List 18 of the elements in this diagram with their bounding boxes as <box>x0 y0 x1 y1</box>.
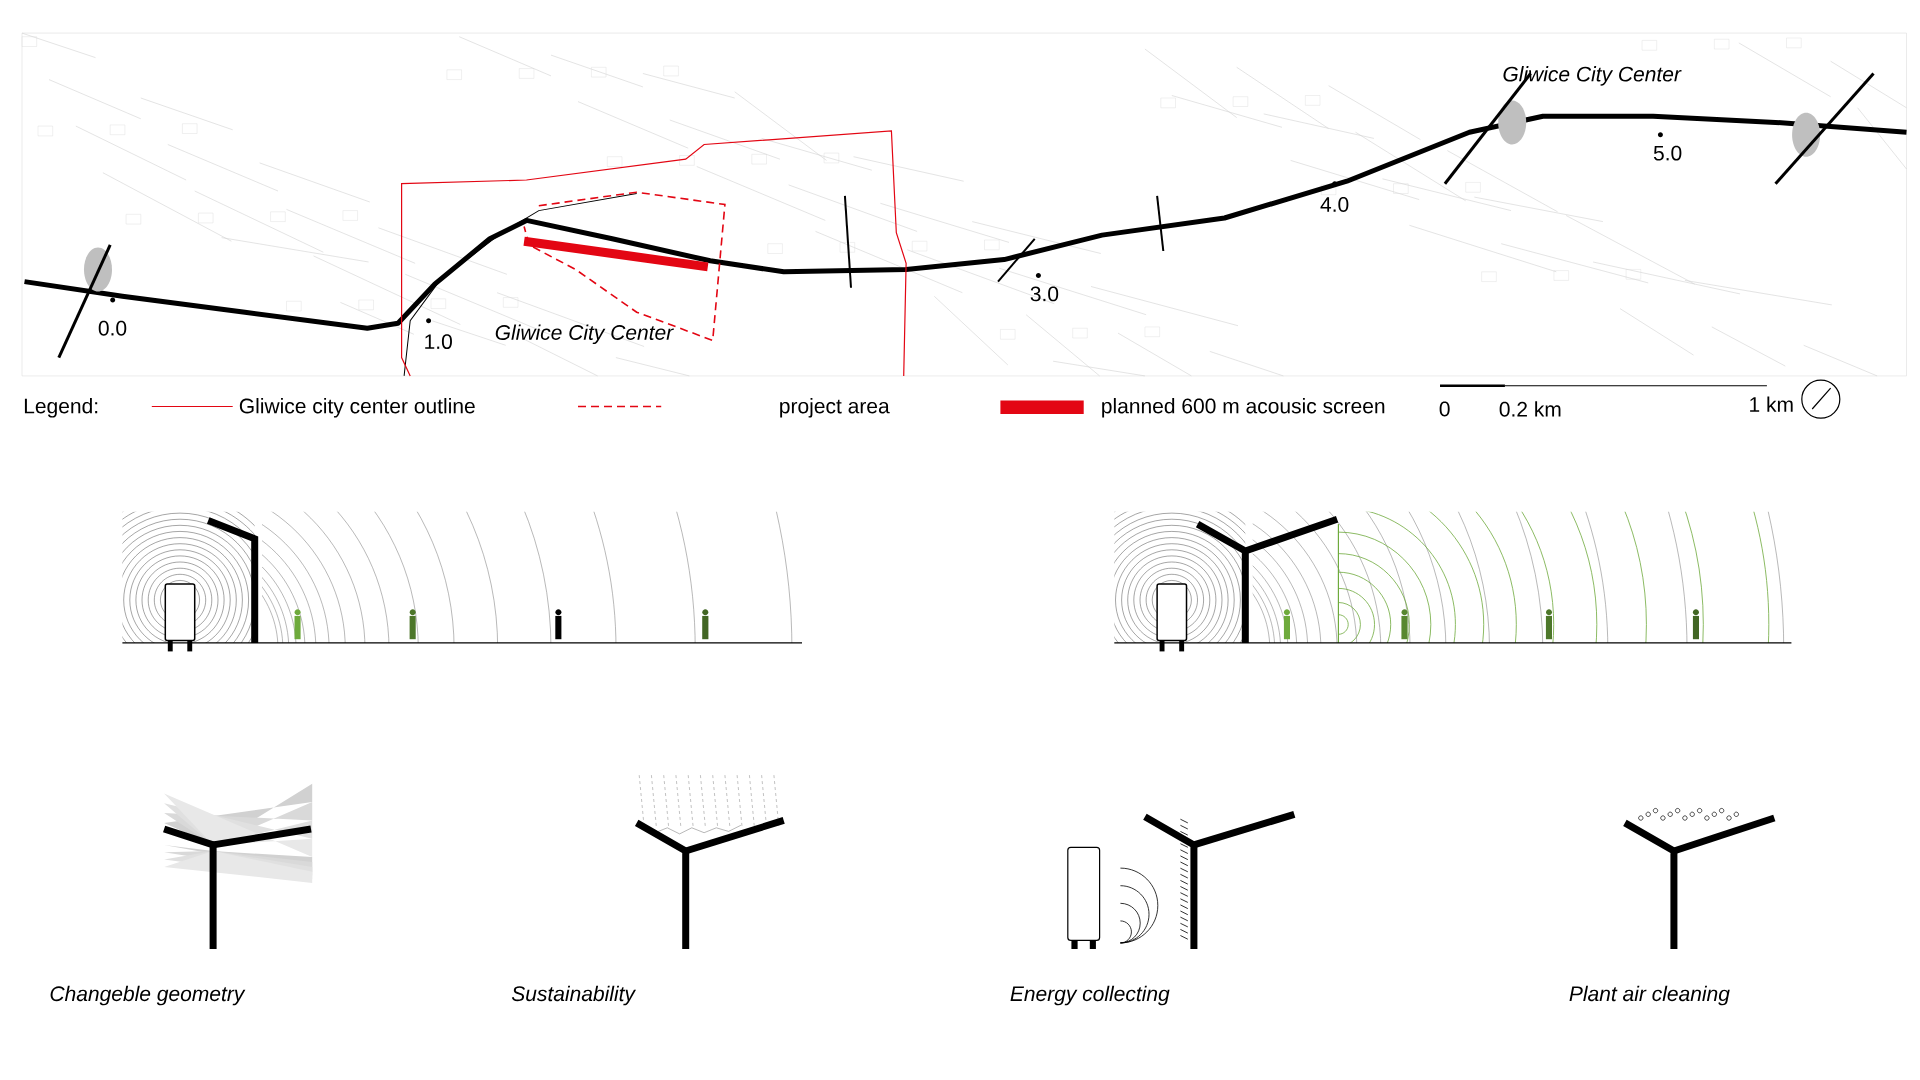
scale-label: 0 <box>1439 401 1450 417</box>
map-place-label: Gliwice City Center <box>1503 66 1682 86</box>
caption-text: Energy collecting <box>1010 985 1170 1006</box>
caption-text: Changeble geometry <box>50 985 246 1006</box>
scale-label: 0.2 km <box>1499 401 1561 417</box>
kilometre-label: 5.0 <box>1653 145 1682 161</box>
scale-label: 1 km <box>1750 396 1793 412</box>
legend-text: Gliwice city center outline <box>239 398 475 418</box>
caption-text: Sustainability <box>511 985 636 1006</box>
kilometre-label: 4.0 <box>1320 197 1349 212</box>
legend-text: project area <box>780 398 890 418</box>
kilometre-label: 1.0 <box>425 334 452 350</box>
kilometre-label: 3.0 <box>1030 286 1059 302</box>
map-place-label: Gliwice City Center <box>495 324 674 345</box>
caption-text: Plant air cleaning <box>1569 985 1730 1006</box>
legend-title: Legend: <box>24 398 98 418</box>
legend-text: planned 600 m acousic screen <box>1102 398 1385 418</box>
kilometre-label: 0.0 <box>98 320 127 336</box>
